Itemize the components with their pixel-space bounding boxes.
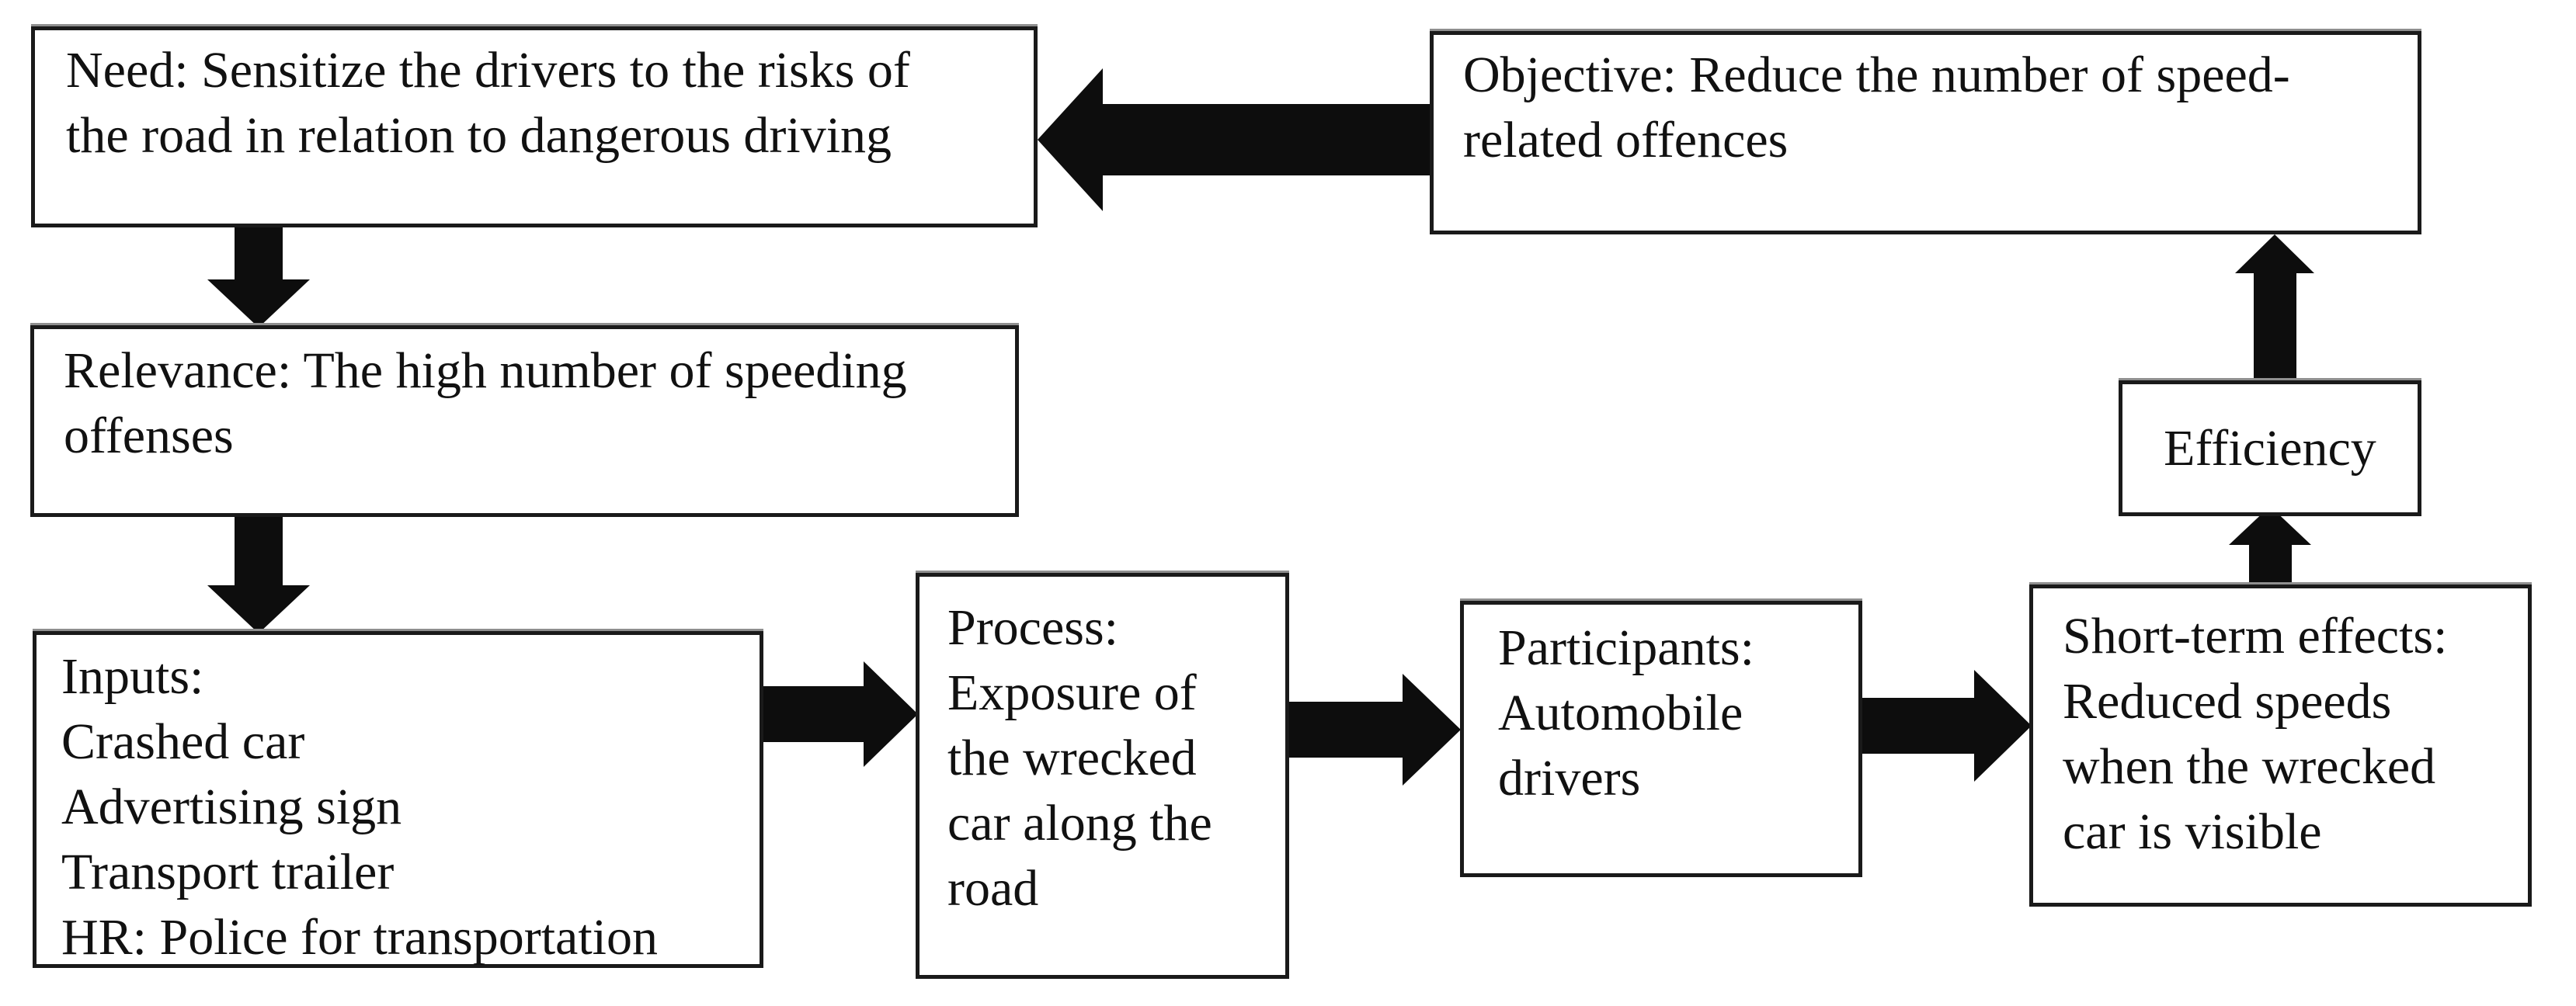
process-text: Process: Exposure of the wrecked car alo… [947,599,1212,917]
arrow-inputs-to-process [761,661,918,767]
participants-box: Participants: Automobile drivers [1460,601,1862,877]
arrow-process-to-participants [1287,674,1461,786]
need-text: Need: Sensitize the drivers to the risks… [66,42,910,164]
process-box: Process: Exposure of the wrecked car alo… [916,573,1289,979]
efficiency-text: Efficiency [2164,419,2376,477]
participants-text: Participants: Automobile drivers [1498,619,1754,807]
short-term-effects-box: Short-term effects: Reduced speeds when … [2029,585,2532,907]
arrow-participants-to-short-term [1860,670,2032,782]
arrow-objective-to-need [1038,68,1431,211]
arrow-relevance-to-inputs [207,515,310,633]
inputs-box: Inputs: Crashed car Advertising sign Tra… [33,631,763,968]
relevance-box: Relevance: The high number of speeding o… [30,325,1019,517]
need-box: Need: Sensitize the drivers to the risks… [31,26,1038,227]
objective-text: Objective: Reduce the number of speed- r… [1463,47,2290,168]
arrow-need-to-relevance [207,225,310,328]
arrow-efficiency-to-objective [2235,234,2314,382]
objective-box: Objective: Reduce the number of speed- r… [1430,31,2421,234]
relevance-text: Relevance: The high number of speeding o… [64,342,907,464]
efficiency-box: Efficiency [2119,380,2421,516]
short-term-effects-text: Short-term effects: Reduced speeds when … [2063,608,2448,860]
inputs-text: Inputs: Crashed car Advertising sign Tra… [61,648,659,966]
arrow-short-term-to-efficiency [2229,506,2311,587]
